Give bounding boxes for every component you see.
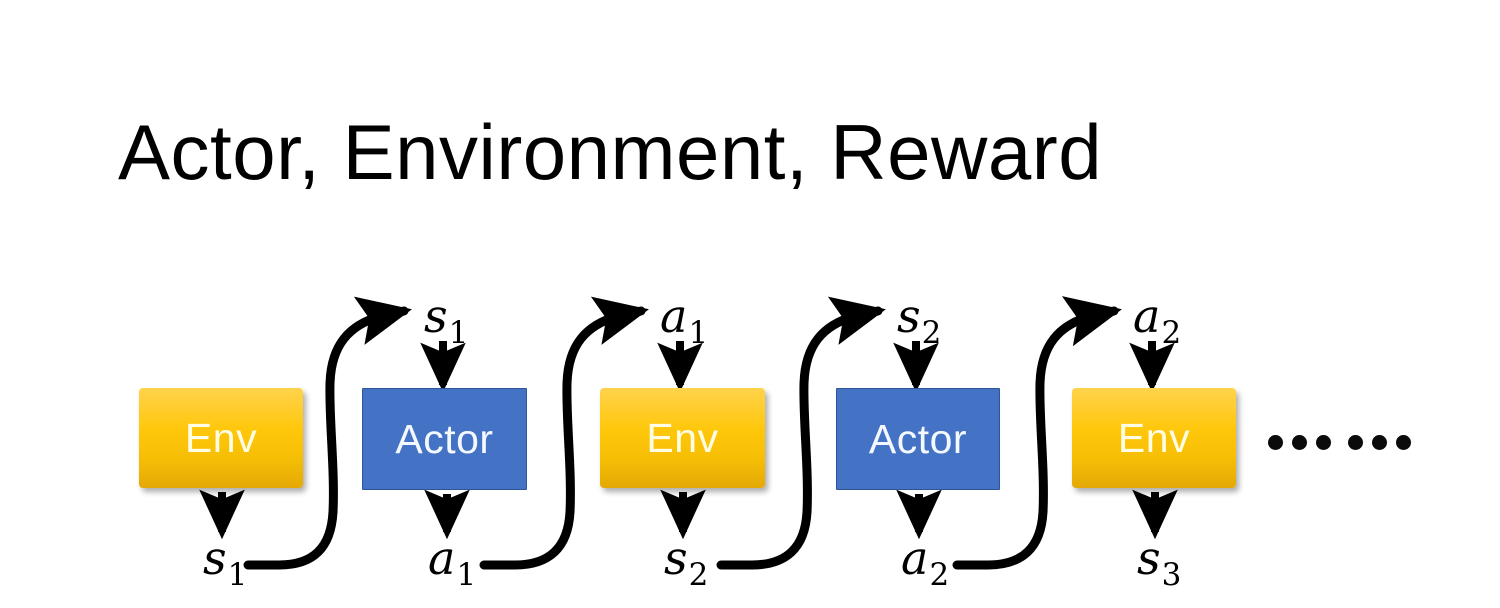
- symbol-subscript: 1: [688, 315, 709, 351]
- ellipsis-dot: [1268, 435, 1283, 450]
- ellipsis-dot: [1372, 435, 1387, 450]
- node-env-2[interactable]: Env: [600, 388, 765, 488]
- symbol-subscript: 1: [456, 557, 477, 593]
- symbol-base: s: [664, 531, 688, 585]
- node-label: Actor: [395, 415, 494, 462]
- label-bottom-s3: s3: [1137, 535, 1181, 591]
- page-title: Actor, Environment, Reward: [118, 108, 1103, 196]
- node-env-1[interactable]: Env: [139, 388, 303, 488]
- symbol-base: s: [1137, 531, 1161, 585]
- symbol-subscript: 1: [227, 557, 248, 593]
- ellipsis-continuation-icon: [1268, 435, 1411, 450]
- label-bottom-a1: a1: [428, 535, 476, 591]
- symbol-subscript: 2: [921, 315, 942, 351]
- symbol-subscript: 1: [448, 315, 469, 351]
- symbol-base: a: [428, 531, 456, 585]
- symbol-subscript: 2: [1161, 315, 1182, 351]
- ellipsis-dot: [1396, 435, 1411, 450]
- ellipsis-dot: [1348, 435, 1363, 450]
- symbol-base: a: [901, 531, 929, 585]
- node-env-3[interactable]: Env: [1072, 388, 1236, 488]
- label-bottom-s2: s2: [664, 535, 708, 591]
- label-bottom-s1: s1: [203, 535, 247, 591]
- symbol-subscript: 3: [1161, 557, 1182, 593]
- node-label: Env: [1117, 414, 1191, 461]
- symbol-base: s: [203, 531, 227, 585]
- symbol-base: a: [660, 289, 688, 343]
- symbol-base: s: [897, 289, 921, 343]
- label-bottom-a2: a2: [901, 535, 949, 591]
- node-label: Env: [184, 414, 258, 461]
- node-label: Actor: [868, 415, 968, 462]
- label-top-s2: s2: [897, 293, 941, 349]
- ellipsis-dot: [1316, 435, 1331, 450]
- label-top-a2: a2: [1133, 293, 1181, 349]
- symbol-subscript: 2: [929, 557, 950, 593]
- label-top-a1: a1: [660, 293, 708, 349]
- node-label: Env: [646, 414, 719, 461]
- symbol-base: s: [424, 289, 448, 343]
- symbol-subscript: 2: [688, 557, 709, 593]
- node-actor-2[interactable]: Actor: [836, 388, 1000, 490]
- node-actor-1[interactable]: Actor: [362, 388, 527, 490]
- symbol-base: a: [1133, 289, 1161, 343]
- ellipsis-dot: [1292, 435, 1307, 450]
- label-top-s1: s1: [424, 293, 468, 349]
